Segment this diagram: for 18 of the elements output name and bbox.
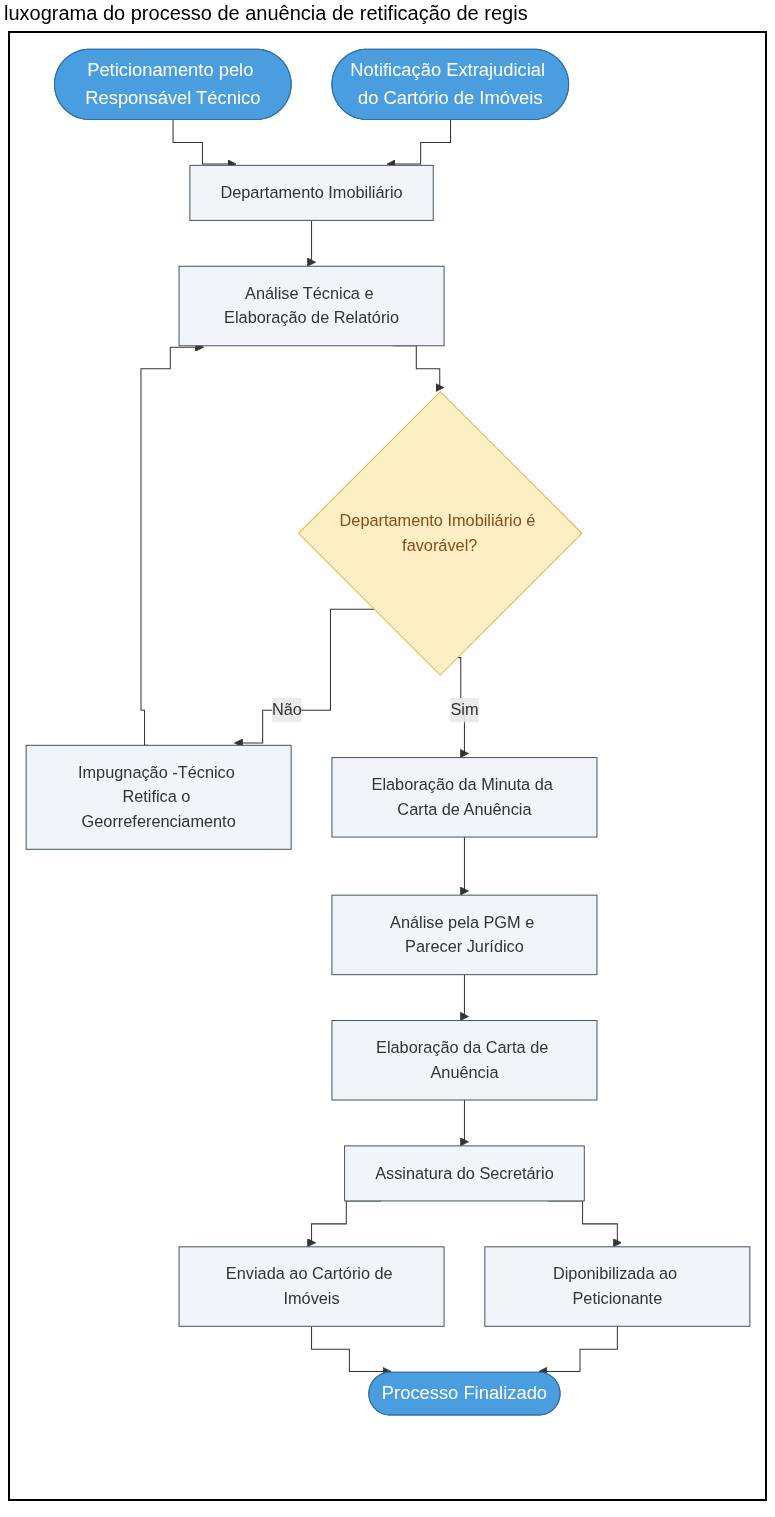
node-box: Análise pela PGM e Parecer Jurídico <box>330 894 597 976</box>
node-box: Impugnação -Técnico Retifica o Georreferenciamento <box>25 744 292 850</box>
edge-label: Sim <box>449 700 478 719</box>
arrow <box>306 219 316 267</box>
node-box: Elaboração da Carta de Anuência <box>330 1020 597 1101</box>
arrow <box>459 974 469 1021</box>
arrow <box>459 1099 469 1147</box>
node-diamond: Departamento Imobiliário é favorável? <box>297 390 583 676</box>
edge-label: Não <box>271 700 302 719</box>
node-box: Assinatura do Secretário <box>343 1145 585 1202</box>
arrow <box>537 1325 618 1376</box>
node-box: Departamento Imobiliário <box>188 164 434 221</box>
node-box: Elaboração da Minuta da Carta de Anuência <box>330 757 597 838</box>
node-box: Enviada ao Cartório de Imóveis <box>178 1246 445 1327</box>
diagram-title: luxograma do processo de anuência de retificação de regis <box>3 1 529 26</box>
node-box: Análise Técnica e Elaboração de Relatório <box>178 265 445 347</box>
arrow <box>459 836 469 896</box>
node-box: Diponibilizada ao Peticionante <box>483 1246 750 1327</box>
